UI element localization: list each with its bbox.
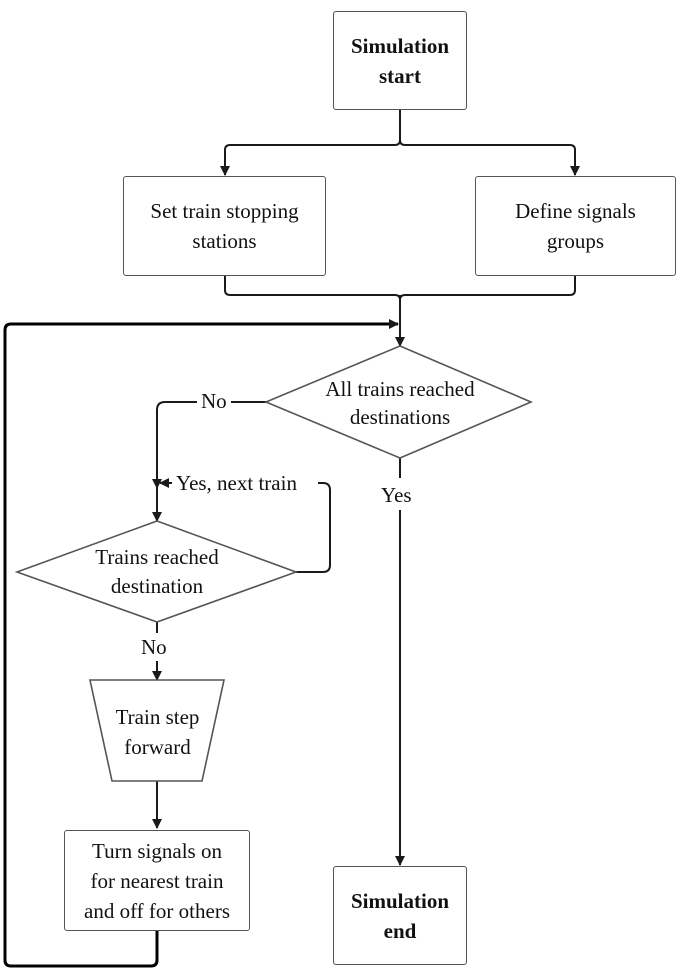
start-node: Simulation start: [333, 11, 467, 110]
connector-start-split: [220, 110, 401, 176]
label-yes-next-train: Yes, next train: [176, 471, 297, 495]
turn-signals-label: Turn signals on for nearest train and of…: [84, 838, 230, 923]
connector-feedback-loop: [3, 319, 399, 968]
label-all-yes: Yes: [381, 483, 412, 507]
connector-yes-next-train: [296, 482, 331, 573]
define-groups-label: Define signals groups: [515, 199, 636, 253]
set-stations-node: Set train stopping stations: [123, 176, 326, 276]
connector-all-no: [152, 401, 266, 489]
process-train-step-text: Train step forward: [115, 705, 200, 759]
decision-all-trains-shape: [263, 345, 534, 459]
label-all-no: No: [197, 389, 231, 413]
turn-signals-node: Turn signals on for nearest train and of…: [64, 830, 250, 931]
start-node-label: Simulation start: [350, 33, 450, 88]
set-stations-label: Set train stopping stations: [150, 199, 299, 253]
connector-left-merge: [224, 275, 401, 301]
process-train-step-shape: [89, 679, 225, 782]
define-groups-node: Define signals groups: [475, 176, 676, 276]
connector-right-merge: [399, 275, 576, 301]
decision-train-reached-shape: [14, 520, 299, 623]
decision-train-reached-text: Trains reached destination: [95, 545, 219, 598]
connector-split-right: [399, 139, 580, 176]
end-node: Simulation end: [333, 866, 467, 965]
decision-all-trains-text: All trains reached destinations: [325, 377, 475, 429]
label-reached-no: No: [141, 635, 167, 659]
end-node-label: Simulation end: [350, 888, 450, 943]
